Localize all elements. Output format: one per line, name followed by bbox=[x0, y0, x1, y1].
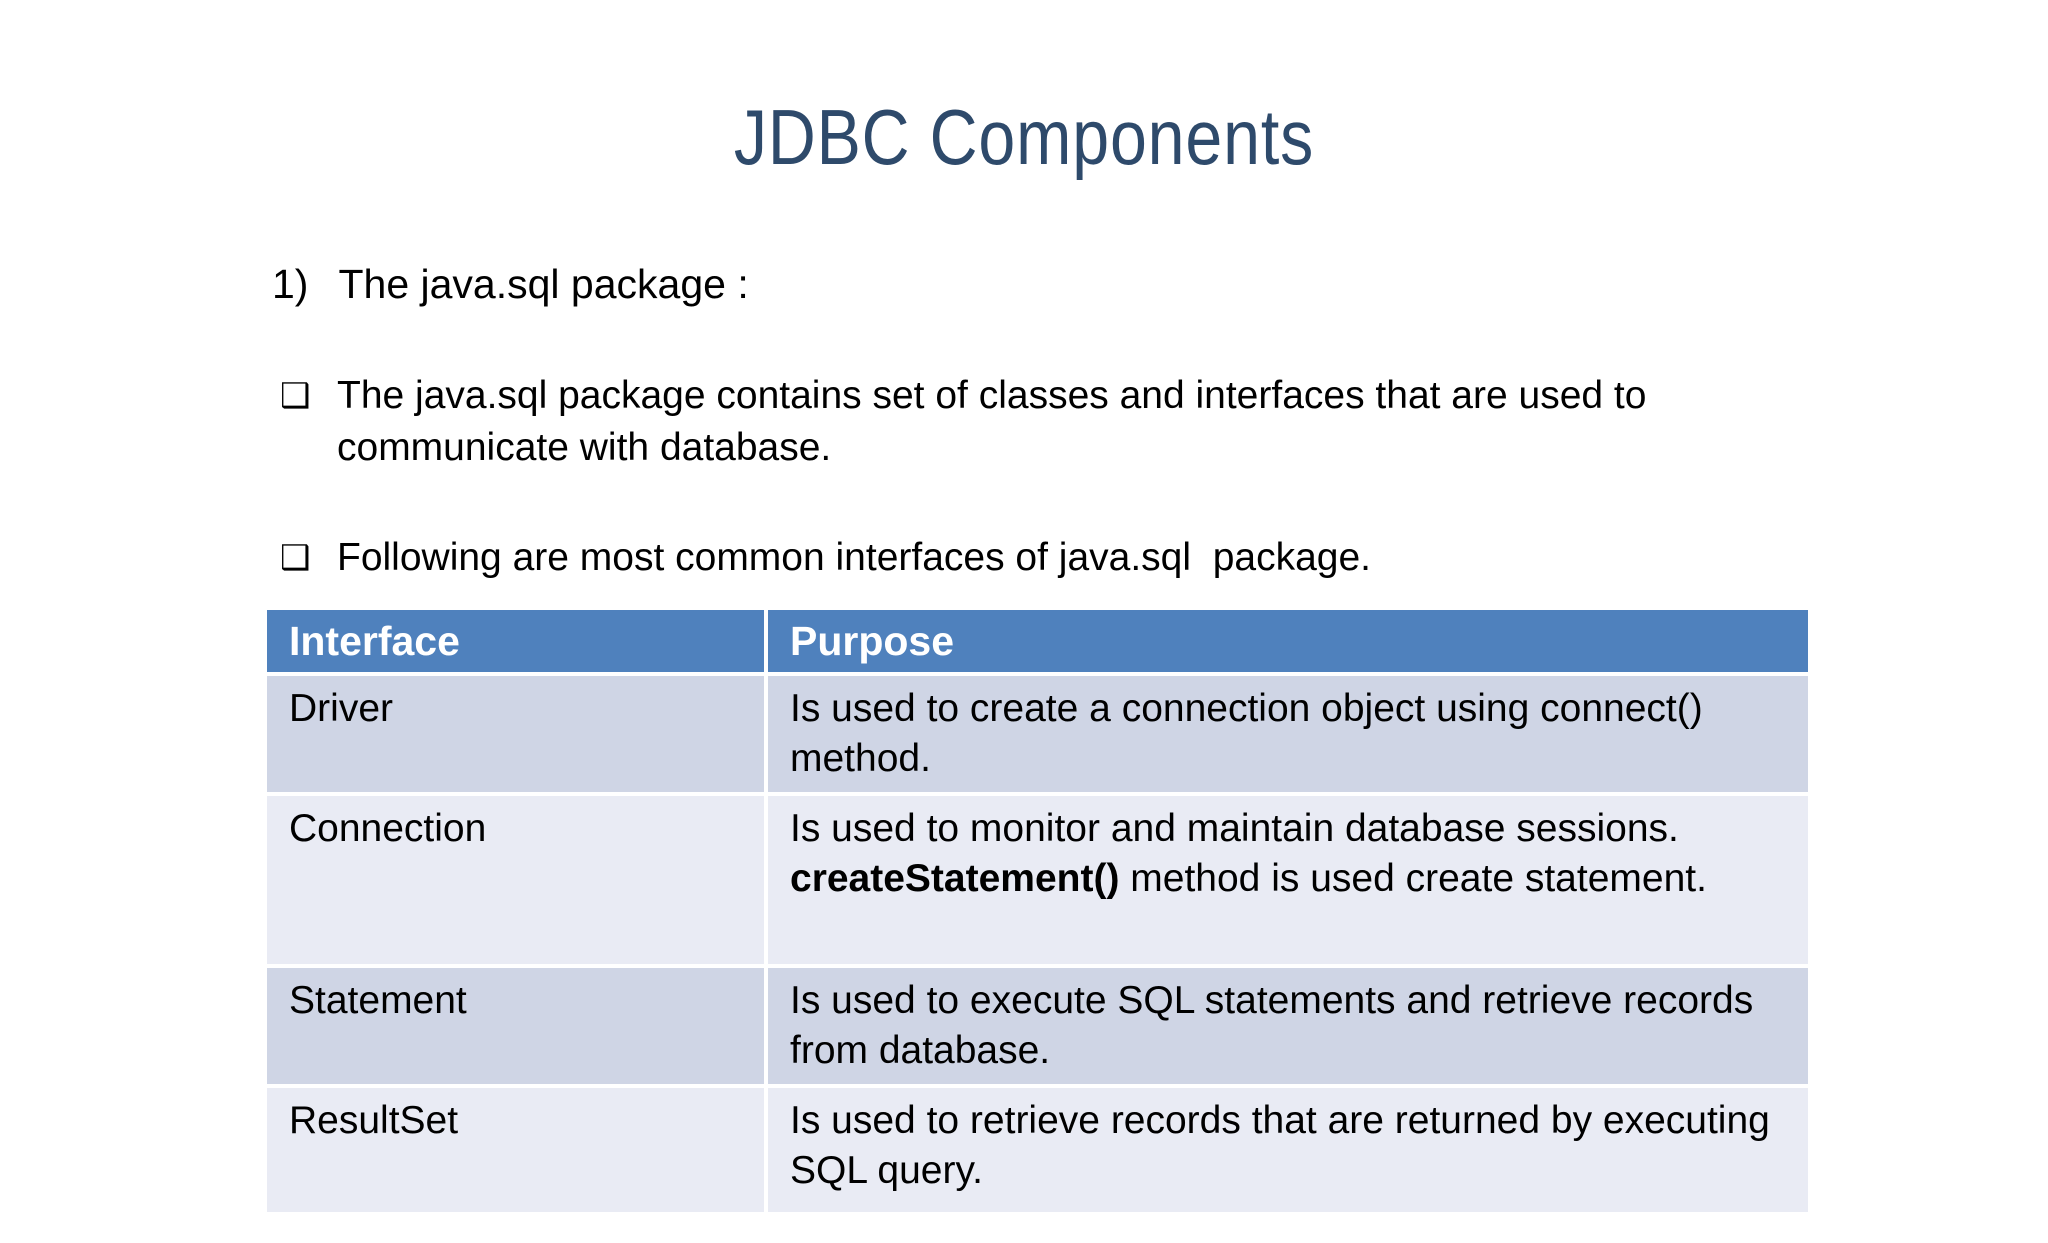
bullet-text: The java.sql package contains set of cla… bbox=[337, 374, 1658, 469]
purpose-text-bold: createStatement() bbox=[790, 857, 1120, 900]
table-cell-interface: ResultSet bbox=[267, 1088, 764, 1212]
table-cell-purpose: Is used to execute SQL statements and re… bbox=[768, 968, 1808, 1084]
numbered-heading-number: 1) bbox=[272, 261, 309, 307]
interfaces-table: Interface Purpose Driver Is used to crea… bbox=[267, 610, 1808, 1212]
numbered-heading: 1) The java.sql package : bbox=[272, 261, 2048, 308]
table-cell-purpose: Is used to create a connection object us… bbox=[768, 676, 1808, 792]
table-header-purpose: Purpose bbox=[768, 610, 1808, 672]
purpose-text: method is used create statement. bbox=[1119, 857, 1707, 900]
table-cell-interface: Connection bbox=[267, 796, 764, 964]
table-cell-purpose: Is used to retrieve records that are ret… bbox=[768, 1088, 1808, 1212]
bullet-text: Following are most common interfaces of … bbox=[337, 536, 1371, 579]
bullet-item: ❑ Following are most common interfaces o… bbox=[280, 532, 2048, 584]
table-header-interface: Interface bbox=[267, 610, 764, 672]
purpose-text: Is used to monitor and maintain database… bbox=[790, 807, 1679, 850]
table-cell-purpose: Is used to monitor and maintain database… bbox=[768, 796, 1808, 964]
page-title: JDBC Components bbox=[733, 93, 1315, 181]
square-bullet-icon: ❑ bbox=[280, 539, 311, 577]
table-cell-interface: Driver bbox=[267, 676, 764, 792]
square-bullet-icon: ❑ bbox=[280, 377, 311, 415]
table-cell-interface: Statement bbox=[267, 968, 764, 1084]
numbered-heading-text: The java.sql package : bbox=[338, 261, 749, 307]
bullet-item: ❑ The java.sql package contains set of c… bbox=[280, 370, 2048, 474]
